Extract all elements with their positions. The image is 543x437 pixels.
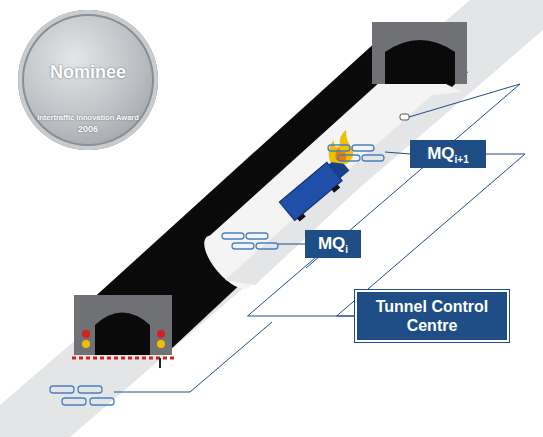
portal-opening: [95, 313, 150, 356]
traffic-light: [82, 340, 90, 348]
tunnel-portal: [372, 22, 467, 84]
traffic-light: [157, 330, 165, 338]
portal-opening: [385, 40, 455, 84]
truck: [279, 155, 354, 224]
fire: [329, 130, 353, 164]
award-badge: NomineeIntertraffic Innovation Award 2006: [18, 10, 158, 150]
loop-detector: [50, 386, 114, 405]
sensor-index: i: [345, 244, 348, 255]
sensor-box: MQi+1: [410, 140, 486, 168]
tunnel-floor: [225, 92, 462, 285]
camera: [400, 114, 409, 120]
traffic-light: [157, 340, 165, 348]
connector-line: [248, 258, 357, 316]
barrier-post: [159, 358, 161, 368]
badge-title: Nominee: [50, 62, 126, 83]
badge-year: 2006: [78, 124, 98, 134]
sensor-index: i+1: [455, 154, 469, 165]
loop-detector: [222, 233, 278, 249]
tunnel-cutaway: [205, 62, 462, 285]
sensor-label: MQ: [427, 144, 454, 164]
sensor-box: MQi: [305, 230, 361, 258]
badge-text: Intertraffic Innovation Award: [37, 113, 139, 122]
loop-detector: [328, 145, 384, 161]
control-centre-box: Tunnel Control Centre: [357, 292, 507, 340]
traffic-light: [82, 330, 90, 338]
sensor-label: MQ: [318, 234, 345, 254]
control-centre-label: Tunnel Control Centre: [363, 297, 501, 335]
tunnel-portal: [74, 295, 172, 355]
leader-line: [114, 84, 520, 392]
